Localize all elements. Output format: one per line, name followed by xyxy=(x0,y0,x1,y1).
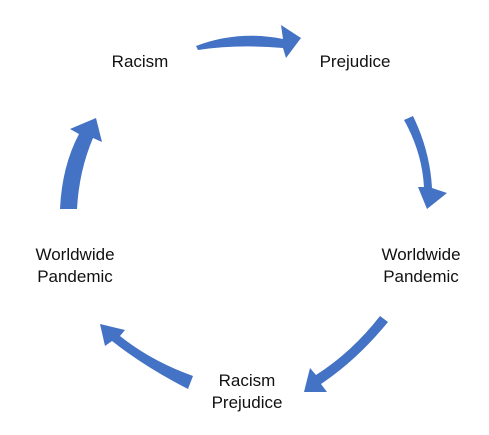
arrow-pandemic-to-racism-prejudice xyxy=(304,316,388,392)
node-racism-prejudice: Racism Prejudice xyxy=(212,370,283,414)
arrow-racism-to-prejudice xyxy=(196,25,301,58)
node-worldwide-pandemic-right: Worldwide Pandemic xyxy=(381,244,460,288)
node-prejudice: Prejudice xyxy=(320,51,391,73)
node-label: Racism xyxy=(111,52,169,71)
arrow-pandemic-to-racism xyxy=(60,118,102,209)
node-label-line-1: Worldwide xyxy=(381,245,461,264)
node-label-line-2: Prejudice xyxy=(211,393,283,412)
node-label: Prejudice xyxy=(319,52,391,71)
node-worldwide-pandemic-left: Worldwide Pandemic xyxy=(35,244,114,288)
arrow-racism-prejudice-to-pandemic xyxy=(100,324,193,389)
node-racism: Racism xyxy=(112,51,169,73)
node-label-line-1: Racism xyxy=(218,371,276,390)
node-label-line-2: Pandemic xyxy=(383,267,459,286)
node-label-line-1: Worldwide xyxy=(35,245,115,264)
node-label-line-2: Pandemic xyxy=(37,267,113,286)
arrow-prejudice-to-pandemic xyxy=(404,116,447,209)
